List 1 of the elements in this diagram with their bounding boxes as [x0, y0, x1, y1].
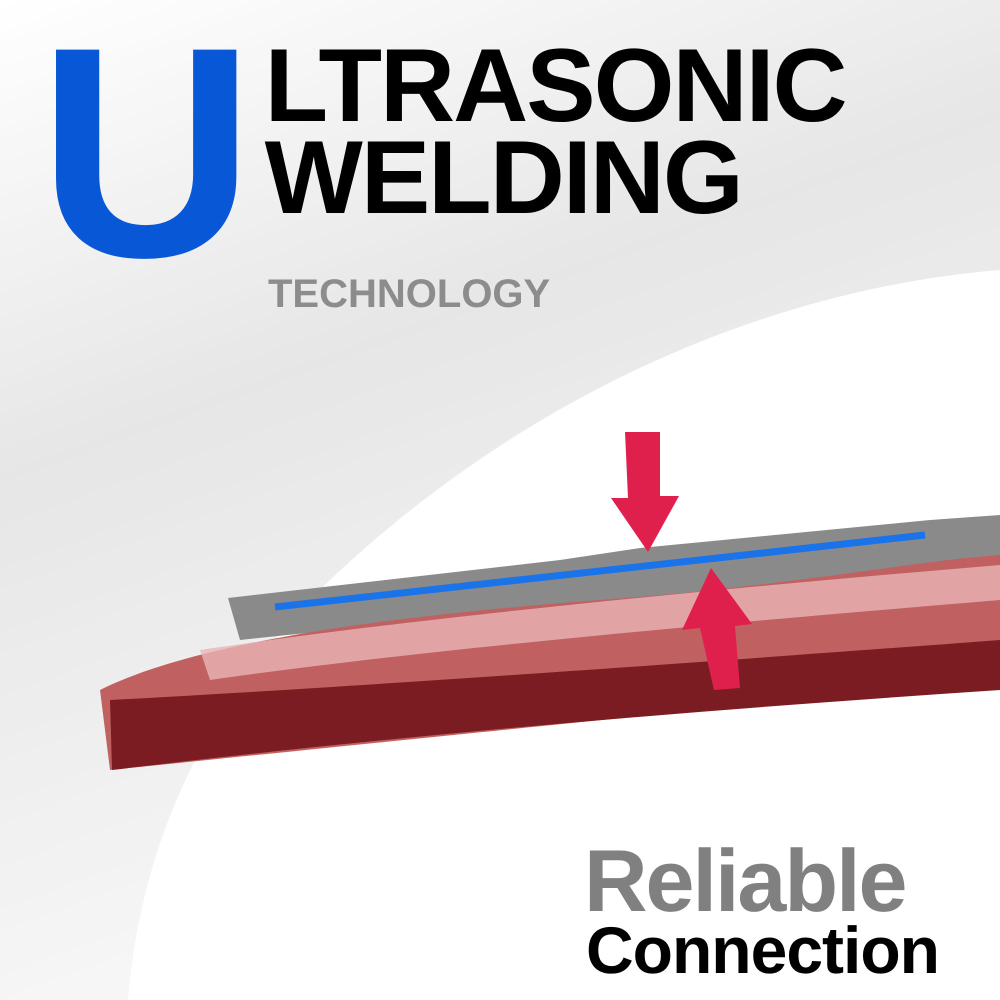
subtitle: TECHNOLOGY: [268, 272, 550, 317]
